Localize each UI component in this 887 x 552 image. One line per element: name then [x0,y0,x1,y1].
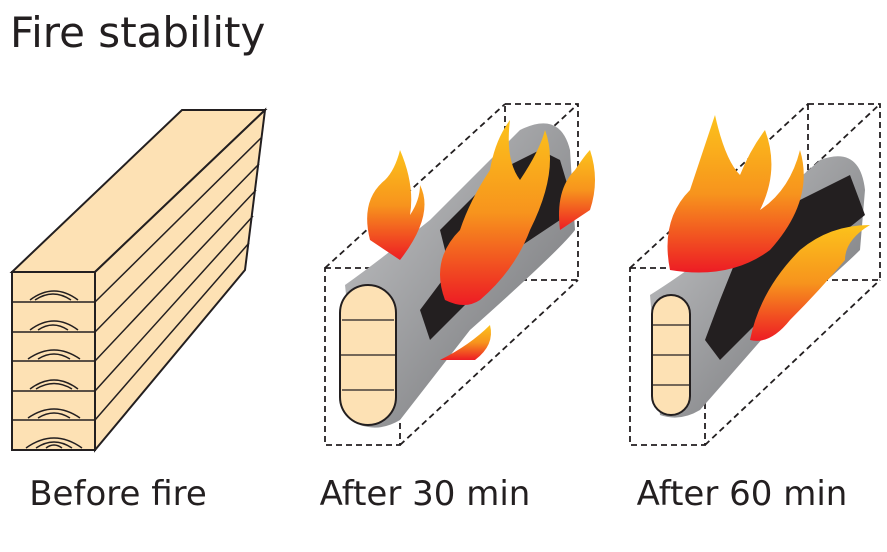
stage-label-after-60-min: After 60 min [636,474,848,514]
beam-after-60-min [629,103,881,446]
flames-icon [367,120,595,360]
flames-icon [667,115,870,341]
stage-label-after-30-min: After 30 min [319,474,531,514]
glulam-beam-before-fire [9,107,268,453]
stage-label-before-fire: Before fire [29,474,207,514]
beam-after-30-min [324,103,595,446]
diagram-title: Fire stability [10,8,266,57]
